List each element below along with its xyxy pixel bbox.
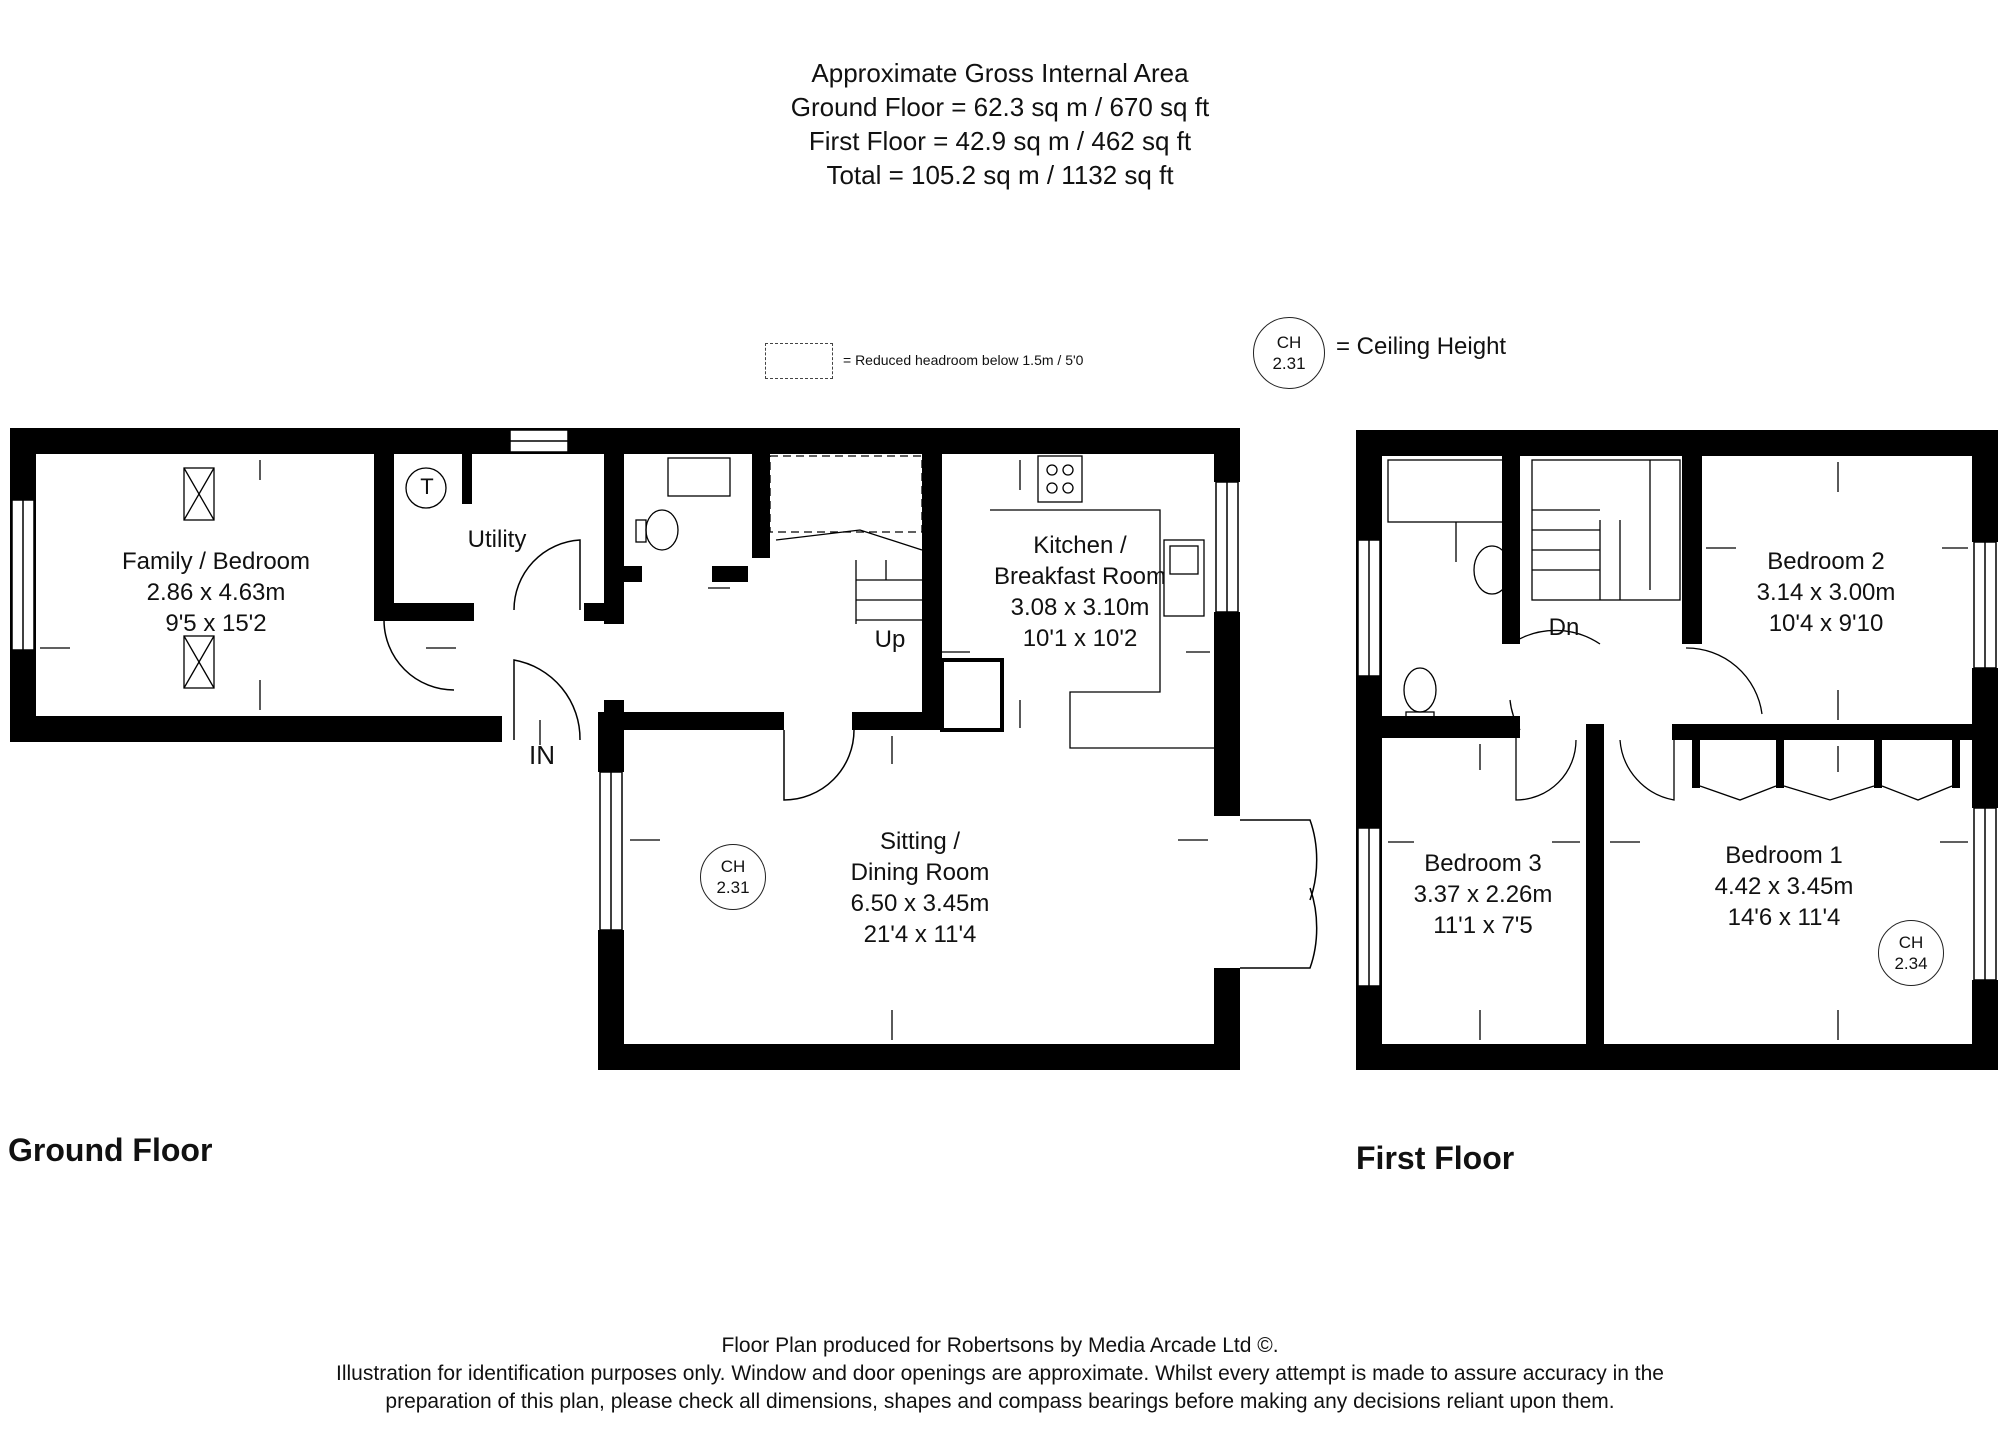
footer-disclaimer: Floor Plan produced for Robertsons by Me…: [200, 1332, 1800, 1416]
first-floor-area: First Floor = 42.9 sq m / 462 sq ft: [808, 126, 1192, 156]
kitchen-name-1: Kitchen /: [1033, 532, 1127, 559]
kitchen-imperial: 10'1 x 10'2: [1022, 625, 1138, 652]
stairs-up-label: Up: [874, 626, 906, 653]
first-ceiling-height-badge: CH 2.34: [1878, 920, 1944, 986]
bedroom1-name: Bedroom 1: [1725, 842, 1843, 869]
ground-floor-fixtures: [183, 455, 1214, 749]
ground-floor-doors: [383, 539, 1318, 969]
footer-line-3: preparation of this plan, please check a…: [385, 1390, 1615, 1413]
ceiling-height-label: = Ceiling Height: [1336, 333, 1507, 360]
ground-floor-windows: [11, 429, 1239, 931]
kitchen-label: Kitchen / Breakfast Room 3.08 x 3.10m 10…: [970, 530, 1190, 654]
reduced-headroom-label: = Reduced headroom below 1.5m / 5'0: [843, 352, 1084, 368]
area-heading: Approximate Gross Internal Area: [811, 58, 1189, 88]
entrance-label: IN: [529, 740, 555, 770]
footer-line-2: Illustration for identification purposes…: [336, 1362, 1664, 1385]
total-area: Total = 105.2 sq m / 1132 sq ft: [826, 160, 1174, 190]
sitting-name-1: Sitting /: [879, 828, 961, 855]
sitting-metric: 6.50 x 3.45m: [850, 890, 990, 917]
family-bedroom-metric: 2.86 x 4.63m: [146, 579, 286, 606]
footer-credit: Floor Plan produced for Robertsons by Me…: [721, 1334, 1279, 1357]
bedroom1-metric: 4.42 x 3.45m: [1714, 873, 1854, 900]
ch-symbol-value: 2.31: [1272, 354, 1306, 373]
sitting-name-2: Dining Room: [850, 859, 990, 886]
ground-floor-area: Ground Floor = 62.3 sq m / 670 sq ft: [790, 92, 1210, 122]
tank-symbol: T: [420, 474, 434, 499]
ground-ch-value: 2.31: [716, 878, 750, 897]
family-bedroom-imperial: 9'5 x 15'2: [165, 610, 267, 637]
ceiling-height-symbol: CH 2.31: [1253, 317, 1325, 389]
family-bedroom-label: Family / Bedroom 2.86 x 4.63m 9'5 x 15'2: [96, 546, 336, 639]
sitting-imperial: 21'4 x 11'4: [863, 921, 977, 948]
bedroom3-name: Bedroom 3: [1424, 850, 1542, 877]
reduced-headroom-symbol: [765, 343, 833, 379]
bedroom3-label: Bedroom 3 3.37 x 2.26m 11'1 x 7'5: [1388, 848, 1578, 941]
bedroom3-metric: 3.37 x 2.26m: [1413, 881, 1553, 908]
ground-ceiling-height-badge: CH 2.31: [700, 844, 766, 910]
ground-floor-stairs: [769, 455, 923, 624]
ch-symbol-top: CH: [1276, 333, 1302, 352]
bedroom1-label: Bedroom 1 4.42 x 3.45m 14'6 x 11'4: [1684, 840, 1884, 933]
area-summary: Approximate Gross Internal Area Ground F…: [700, 56, 1300, 192]
first-ch-top: CH: [1898, 933, 1924, 952]
bedroom3-imperial: 11'1 x 7'5: [1433, 912, 1533, 939]
ground-floor-dimension-arrows: [40, 460, 1210, 1040]
first-floor-title: First Floor: [1356, 1140, 1515, 1176]
sitting-room-label: Sitting / Dining Room 6.50 x 3.45m 21'4 …: [800, 826, 1040, 950]
stairs-down-label: Dn: [1548, 614, 1580, 641]
bedroom2-metric: 3.14 x 3.00m: [1756, 579, 1896, 606]
kitchen-metric: 3.08 x 3.10m: [1010, 594, 1150, 621]
utility-label: Utility: [467, 526, 527, 553]
first-floor-windows: [1357, 539, 1997, 987]
bedroom1-imperial: 14'6 x 11'4: [1727, 904, 1841, 931]
ground-floor-title: Ground Floor: [8, 1132, 213, 1168]
ground-floor-walls: [10, 428, 1240, 1070]
family-bedroom-name: Family / Bedroom: [121, 548, 311, 575]
bedroom2-name: Bedroom 2: [1767, 548, 1885, 575]
first-ch-value: 2.34: [1894, 954, 1928, 973]
bedroom2-label: Bedroom 2 3.14 x 3.00m 10'4 x 9'10: [1726, 546, 1926, 639]
kitchen-name-2: Breakfast Room: [993, 563, 1167, 590]
first-floor-dimension-arrows: [1388, 462, 1968, 1040]
bedroom2-imperial: 10'4 x 9'10: [1768, 610, 1884, 637]
ground-ch-top: CH: [720, 857, 746, 876]
first-floor-fixtures: [1387, 459, 1953, 801]
first-floor-walls: [1356, 430, 1998, 1070]
